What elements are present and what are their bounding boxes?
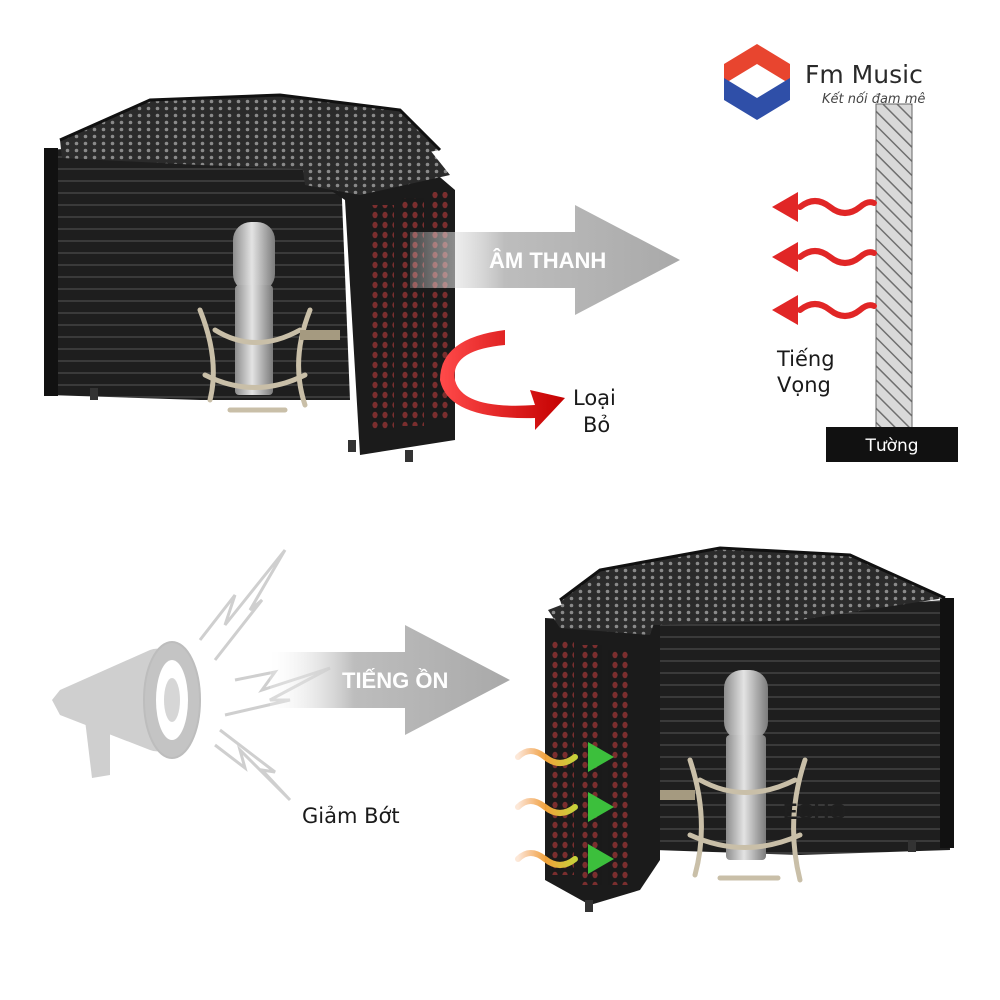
- lightning-bolt-icon: [198, 549, 287, 661]
- echo-wave-icon: [772, 242, 877, 272]
- absorb-wave-icon: [515, 792, 614, 822]
- remove-curved-arrow-icon: [440, 330, 565, 430]
- echo-label-line1: Tiếng: [776, 347, 835, 371]
- shield-back-wall: [48, 140, 350, 400]
- remove-label-line2: Bỏ: [583, 413, 610, 437]
- echo-wave-icon: [772, 192, 877, 222]
- reduce-label: Giảm Bớt: [302, 804, 400, 828]
- wall-base: [826, 427, 958, 462]
- wall-label: Tường: [864, 436, 918, 456]
- absorbed-waves: [515, 742, 614, 874]
- vocal-shield-top: [44, 93, 455, 462]
- absorb-wave-icon: [515, 742, 614, 772]
- lightning-bolt-icon: [214, 728, 292, 802]
- echo-wave-icon: [772, 295, 877, 325]
- wall: Tường: [826, 103, 958, 462]
- sound-arrow-label: ÂM THANH: [489, 248, 606, 273]
- wall-hatched-column: [875, 103, 913, 431]
- microphone-bottom: [660, 670, 808, 883]
- noise-arrow-label: TIẾNG ỒN: [342, 668, 448, 693]
- remove-label-line1: Loại: [573, 386, 616, 410]
- megaphone-icon: [52, 641, 201, 778]
- sound-arrow: ÂM THANH: [410, 205, 680, 315]
- microphone-top: [197, 222, 340, 413]
- noise-arrow: TIẾNG ỒN: [270, 625, 510, 735]
- brand-logo: Fm Music Kết nối đam mê: [724, 44, 925, 120]
- logo-mark-icon: [724, 44, 790, 120]
- brand-name: Fm Music: [805, 60, 923, 89]
- echo-waves: [772, 192, 877, 325]
- brand-tagline: Kết nối đam mê: [822, 92, 925, 107]
- echo-label-line2: Vọng: [777, 373, 831, 397]
- echo-caption: ECHO: [783, 799, 847, 824]
- absorb-wave-icon: [515, 844, 614, 874]
